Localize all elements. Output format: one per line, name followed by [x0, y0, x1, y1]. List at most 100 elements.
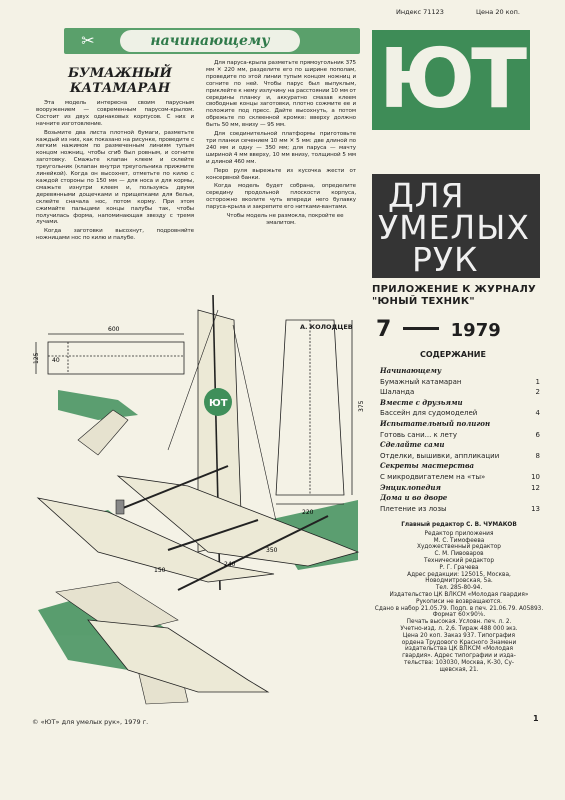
paragraph: Эта модель интересна своим парусным воор…	[36, 100, 194, 127]
section-label: начинающему	[120, 30, 300, 52]
credit-line: Цена 20 коп. Заказ 937. Типография	[402, 632, 516, 639]
credit-line: издательства ЦК ВЛКСМ «Молодая	[404, 646, 514, 653]
credits: Главный редактор С. В. ЧУМАКОВ Редактор п…	[374, 522, 544, 674]
toc-item-title: Начинающему	[380, 366, 442, 375]
credit-line: ордена Трудового Красного Знамени	[401, 639, 517, 646]
toc-item-title: Бассейн для судомоделей	[380, 409, 478, 418]
dim-600: 600	[108, 326, 120, 333]
hull-front	[87, 619, 270, 693]
toc-item-page: 8	[535, 451, 540, 460]
credit-line: Технический редактор	[423, 557, 495, 564]
credit-line: щевская, 21.	[439, 666, 479, 673]
toc-item: Вместе с друзьями	[380, 398, 540, 408]
dim-40: 40	[52, 357, 60, 364]
toc-item: Секреты мастерства	[380, 461, 540, 471]
toc-item-page: 4	[535, 409, 540, 418]
toc-item: Отделки, вышивки, аппликации 8	[380, 451, 540, 461]
toc-item: Бассейн для судомоделей 4	[380, 408, 540, 418]
credit-line: Р. Г. Грачева	[439, 564, 479, 571]
hulls	[36, 475, 360, 693]
sail-logo: ЮТ	[209, 398, 228, 409]
toc-item: Бумажный катамаран 1	[380, 377, 540, 387]
mag-line-2: УМЕЛЫХ	[378, 208, 530, 247]
toc-title: СОДЕРЖАНИЕ	[420, 350, 486, 359]
toc-item: Энциклопедия 12	[380, 483, 540, 493]
title-line-1: БУМАЖНЫЙ	[68, 66, 172, 81]
toc-item-page: 2	[535, 388, 540, 397]
magazine-logo: ЮТ	[378, 32, 527, 127]
paragraph: Для паруса-крыла разметьте прямоугольник…	[206, 60, 356, 129]
credit-line: Главный редактор С. В. ЧУМАКОВ	[401, 522, 517, 528]
toc-item-title: Испытательный полигон	[380, 419, 491, 428]
toc-item: Шаланда 2	[380, 387, 540, 397]
toc-item-title: Сделайте сами	[380, 440, 445, 450]
credit-line: Печать высокая. Условн. печ. л. 2.	[406, 619, 512, 626]
credit-line: С. М. Пивоваров	[434, 551, 484, 558]
toc-item: Сделайте сами	[380, 440, 540, 450]
toc-item-title: Дома и во дворе	[380, 493, 448, 503]
credit-line: Сдано в набор 21.05.79. Подп. в печ. 21.…	[374, 605, 544, 619]
logo-background	[372, 30, 530, 130]
page-number: 1	[533, 714, 539, 723]
issue: 7	[376, 317, 392, 342]
toc-item-title: Отделки, вышивки, аппликации	[380, 451, 500, 460]
dim-375: 375	[358, 400, 364, 412]
credit-line: Издательство ЦК ВЛКСМ «Молодая гвардия»	[389, 591, 529, 598]
catamaran-illustration: 600 125 40 375 220 ЮТ	[33, 294, 364, 705]
paragraph: Для соединительной платформы приготовьте…	[206, 131, 356, 165]
issue-number: 7 1979	[376, 318, 536, 343]
year: 1979	[450, 320, 501, 341]
mag-line-1: ДЛЯ	[388, 176, 465, 215]
hull-right	[116, 475, 360, 567]
toc-item-page: 13	[531, 504, 540, 513]
toc-item-page: 12	[531, 483, 540, 492]
credit-line: Учетно-изд. л. 2,6. Тираж 488 000 экз.	[400, 625, 518, 632]
hull-blank	[47, 341, 185, 375]
credit-line: М. С. Тимофеева	[433, 537, 485, 544]
scissors-icon: ✂	[81, 31, 95, 50]
rudder	[115, 499, 125, 515]
toc-item-title: Бумажный катамаран	[380, 377, 462, 386]
toc-item-page: 1	[535, 377, 540, 386]
dim-150: 150	[154, 567, 166, 574]
copyright-footer: © «ЮТ» для умелых рук», 1979 г.	[32, 718, 149, 726]
credit-line: Новодмитровская, 5а.	[425, 578, 493, 585]
toc-item: Плетение из лозы 13	[380, 504, 540, 514]
title-line-2: КАТАМАРАН	[69, 81, 171, 96]
toc-item-page: 6	[535, 430, 540, 439]
hull-template-drawing	[35, 333, 185, 375]
dim-125: 125	[33, 352, 40, 364]
toc-item: С микродвигателем на «ты» 10	[380, 472, 540, 482]
paragraph: Возьмите два листа плотной бумаги, разме…	[36, 129, 194, 226]
credit-line: Редактор приложения	[424, 530, 494, 537]
toc-item: Испытательный полигон	[380, 419, 540, 429]
credit-line: Рукописи не возвращаются.	[415, 598, 502, 605]
dim-220: 220	[302, 509, 314, 516]
magazine-subtitle: ПРИЛОЖЕНИЕ К ЖУРНАЛУ "ЮНЫЙ ТЕХНИК"	[372, 284, 537, 307]
magazine-title-box: ДЛЯ УМЕЛЫХ РУК	[372, 174, 540, 278]
dim-350: 350	[266, 547, 278, 554]
index-line: Индекс 71123 Цена 20 коп.	[366, 6, 556, 22]
toc-item-title: Секреты мастерства	[380, 461, 475, 471]
mag-line-3: РУК	[412, 240, 479, 279]
dim-240: 240	[224, 561, 236, 568]
article-title: БУМАЖНЫЙ КАТАМАРАН	[40, 66, 200, 96]
credit-line: Адрес редакции: 125015, Москва,	[407, 571, 511, 578]
credit-line: Художественный редактор	[417, 544, 501, 551]
toc-item-title: Энциклопедия	[380, 482, 441, 492]
toc-item-title: Плетение из лозы	[380, 504, 447, 513]
toc-item-title: Шаланда	[380, 388, 415, 397]
article-column-1: Эта модель интересна своим парусным воор…	[36, 100, 194, 242]
index-code: Индекс 71123	[396, 8, 444, 16]
paragraph: Когда заготовки высохнут, подровняйте но…	[36, 228, 194, 242]
issue-divider	[402, 327, 439, 330]
hull-left	[36, 497, 275, 583]
article-column-2: Для паруса-крыла разметьте прямоугольник…	[206, 60, 356, 227]
credit-line: тельства: 103030, Москва, К-30, Су-	[404, 659, 514, 666]
toc-item-title: С микродвигателем на «ты»	[380, 473, 486, 481]
toc-item: Начинающему	[380, 366, 540, 376]
credit-line: Тел. 285-80-94.	[435, 585, 483, 592]
toc-item-page: 10	[531, 473, 540, 481]
toc-item-title: Готовь сани... к лету	[380, 430, 458, 439]
credit-line: гвардия». Адрес типографии и изда-	[402, 653, 516, 660]
